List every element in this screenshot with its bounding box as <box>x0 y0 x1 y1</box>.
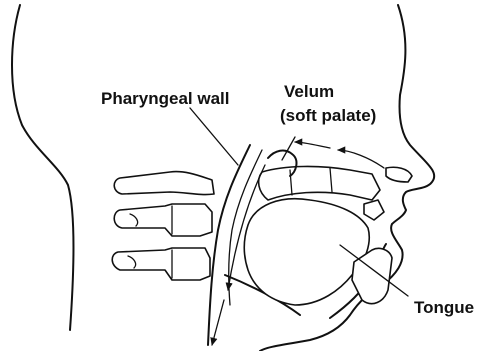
airflow-arrow-nasal <box>295 142 330 148</box>
label-pharyngeal-wall: Pharyngeal wall <box>101 89 230 108</box>
label-tongue: Tongue <box>414 298 474 317</box>
head-outline <box>12 5 74 330</box>
label-soft-palate: (soft palate) <box>280 106 376 125</box>
cervical-vertebrae <box>112 172 214 280</box>
tongue-shape <box>244 199 369 305</box>
label-velum: Velum <box>284 82 334 101</box>
velum-leader <box>282 137 295 160</box>
airflow-arrow-throat <box>212 300 224 345</box>
airflow-arrow-mouth <box>338 150 384 168</box>
pharyngeal-wall-leader <box>190 108 238 165</box>
